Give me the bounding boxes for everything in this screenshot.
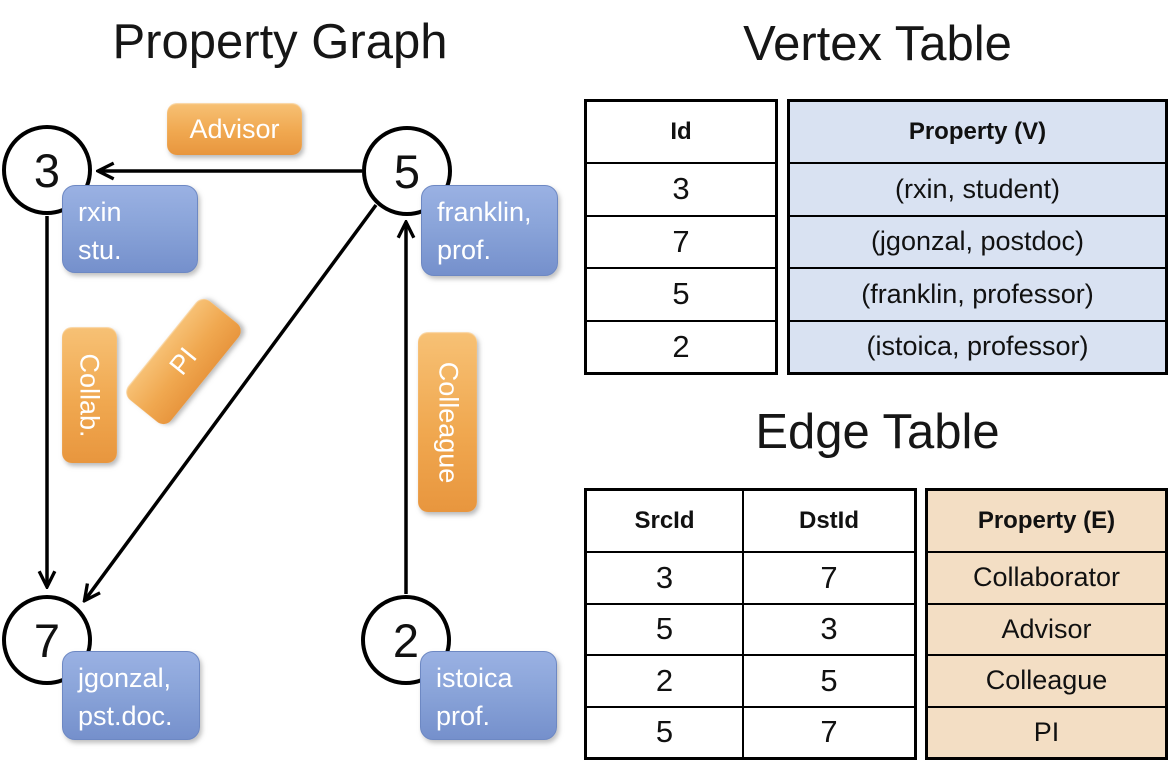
table-row: 2 <box>587 319 775 373</box>
graph-node-5: 5 <box>362 126 452 216</box>
vertex-label-line1: jgonzal, <box>78 663 172 693</box>
column-header-dstid: DstId <box>742 491 914 551</box>
graph-node-2: 2 <box>361 595 451 685</box>
vertex-property-cell: (jgonzal, postdoc) <box>790 216 1165 267</box>
vertex-label-line1: rxin <box>78 197 122 227</box>
vertex-property-cell: (franklin, professor) <box>790 269 1165 320</box>
table-row: 3 7 <box>587 551 914 603</box>
edge-label-text: Collab. <box>75 352 106 438</box>
edge-dstid-cell: 7 <box>742 707 914 757</box>
table-row: (franklin, professor) <box>790 267 1165 320</box>
node-id-label: 3 <box>33 143 61 197</box>
graph-edges-layer <box>0 0 560 760</box>
property-graph-title: Property Graph <box>112 15 448 69</box>
edge-arrow-5-to-7 <box>85 203 378 600</box>
table-row: Collaborator <box>928 551 1165 603</box>
edge-label-colleague: Colleague <box>418 332 477 512</box>
edge-property-cell: Colleague <box>928 656 1165 706</box>
vertex-id-cell: 5 <box>672 276 690 312</box>
table-row: 5 <box>587 267 775 320</box>
edge-dstid-cell: 7 <box>742 553 914 603</box>
table-row: 5 7 <box>587 705 914 757</box>
edge-srcid-cell: 5 <box>655 611 674 647</box>
edge-dstid-cell: 5 <box>742 656 914 706</box>
table-header-row: Id <box>587 102 775 162</box>
edge-label-text: PI <box>163 341 203 381</box>
vertex-label-istoica: istoica prof. <box>420 651 557 740</box>
edge-property-cell: Advisor <box>928 604 1165 654</box>
table-header-row: Property (V) <box>790 102 1165 162</box>
edge-label-collaborator: Collab. <box>62 327 117 463</box>
vertex-property-cell: (istoica, professor) <box>790 321 1165 372</box>
table-row: (jgonzal, postdoc) <box>790 214 1165 267</box>
edge-srcid-cell: 3 <box>655 559 674 595</box>
vertex-label-line2: pst.doc. <box>78 701 173 731</box>
table-header-row: SrcId DstId <box>587 491 914 551</box>
edge-dstid-cell: 3 <box>742 604 914 654</box>
edge-srcid-cell: 5 <box>655 714 674 750</box>
table-row: Colleague <box>928 654 1165 706</box>
column-header-srcid: SrcId <box>634 507 695 534</box>
vertex-property-cell: (rxin, student) <box>790 164 1165 215</box>
column-header-id: Id <box>670 118 692 145</box>
vertex-id-cell: 7 <box>672 223 690 259</box>
table-row: PI <box>928 705 1165 757</box>
table-row: 3 <box>587 162 775 215</box>
vertex-label-line2: prof. <box>436 701 491 731</box>
edge-label-text: Colleague <box>433 361 463 483</box>
edge-table-property-column: Property (E) Collaborator Advisor Collea… <box>925 488 1168 760</box>
node-id-label: 2 <box>392 613 420 667</box>
vertex-label-jgonzal: jgonzal, pst.doc. <box>62 651 200 740</box>
column-header-property-v: Property (V) <box>790 102 1165 162</box>
column-header-property-e: Property (E) <box>928 491 1165 551</box>
table-row: 2 5 <box>587 654 914 706</box>
vertex-table-id-column: Id 3 7 5 2 <box>584 99 778 375</box>
table-row: Advisor <box>928 602 1165 654</box>
edge-property-cell: PI <box>928 707 1165 757</box>
vertex-table-title: Vertex Table <box>743 17 1012 71</box>
vertex-label-line1: franklin, <box>437 197 532 227</box>
table-row: 7 <box>587 214 775 268</box>
edge-property-cell: Collaborator <box>928 553 1165 603</box>
edge-table-id-columns: SrcId DstId 3 7 5 3 2 5 5 7 <box>584 488 917 760</box>
vertex-label-franklin: franklin, prof. <box>421 185 558 276</box>
vertex-label-line2: prof. <box>437 235 492 265</box>
node-id-label: 7 <box>33 613 61 667</box>
vertex-label-line2: stu. <box>78 235 122 265</box>
vertex-label-line1: istoica <box>436 663 513 693</box>
vertex-id-cell: 2 <box>672 328 690 364</box>
vertex-label-rxin: rxin stu. <box>62 185 198 273</box>
edge-table-title: Edge Table <box>755 405 1000 459</box>
table-header-row: Property (E) <box>928 491 1165 551</box>
vertex-table-property-column: Property (V) (rxin, student) (jgonzal, p… <box>787 99 1168 375</box>
edge-srcid-cell: 2 <box>655 662 674 698</box>
edge-label-advisor: Advisor <box>167 103 302 155</box>
edge-label-text: Advisor <box>189 113 280 144</box>
node-id-label: 5 <box>393 144 421 198</box>
table-row: (rxin, student) <box>790 162 1165 215</box>
table-row: (istoica, professor) <box>790 319 1165 372</box>
table-row: 5 3 <box>587 602 914 654</box>
vertex-id-cell: 3 <box>672 171 690 207</box>
